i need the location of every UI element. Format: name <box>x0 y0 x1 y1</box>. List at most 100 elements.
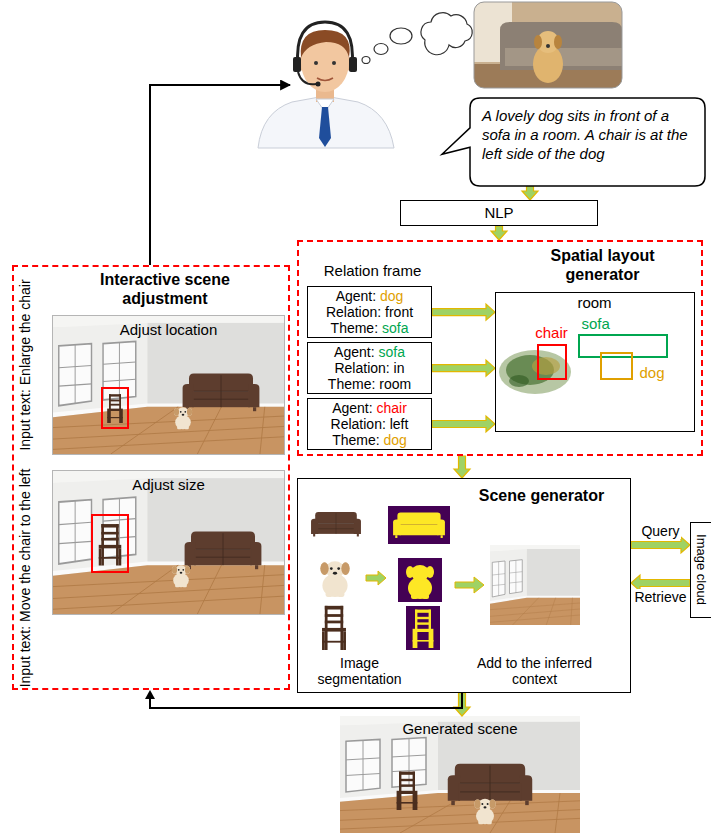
segmentation-images-part <box>413 610 434 648</box>
thought-bubbles-part <box>374 44 388 55</box>
user-figure-part <box>332 61 336 65</box>
imagined-photo-part-part <box>474 2 622 88</box>
text-line: Agent:dog <box>312 288 427 304</box>
node-text: NLP <box>484 204 513 221</box>
text-line: Agent:chair <box>312 400 427 416</box>
probability-heatmap-part <box>509 375 529 387</box>
user-figure-part <box>298 72 316 84</box>
adjusted-scene-location <box>53 316 284 454</box>
node-heading: Relation frame <box>305 262 440 280</box>
flow-arrow <box>432 304 495 320</box>
bounding-box: chair <box>537 344 567 380</box>
user-figure-part <box>293 57 301 72</box>
thought-bubbles <box>362 13 472 64</box>
flow-arrow <box>454 693 470 716</box>
node-text: chair <box>377 400 407 416</box>
speech-bubble: A lovely dog sits in front of a sofa in … <box>470 98 705 186</box>
text-line: A lovely dog sits in front of a sofa in … <box>482 107 695 163</box>
flow-arrow <box>454 693 470 716</box>
generated-scene-image <box>340 716 580 833</box>
bounding-box: sofa <box>578 334 668 358</box>
adjusted-scene-location-part <box>174 407 192 429</box>
segmentation-images-part <box>398 558 442 602</box>
adjusted-scene-location-part <box>107 394 123 423</box>
segmentation-images-part <box>393 513 445 538</box>
generated-scene-image-part <box>340 716 580 833</box>
node-text: A lovely dog sits in front of a sofa in … <box>482 107 688 162</box>
flow-arrow <box>522 186 538 200</box>
flow-arrow <box>432 360 495 376</box>
imagined-photo-part <box>474 2 622 88</box>
node-text: Add to the inferred context <box>476 655 594 689</box>
text-line: Relation: front <box>312 304 427 320</box>
node-text: sofa <box>378 344 404 360</box>
feedback-arrow <box>150 85 290 265</box>
relation-frame: Agent:sofaRelation: inTheme:room <box>307 342 432 394</box>
speech-bubble-outline <box>442 98 705 186</box>
adjusted-scene-location-part <box>183 374 260 412</box>
imagined-photo-part-part <box>534 35 542 49</box>
adjusted-scene-location-part <box>102 388 128 428</box>
flow-arrow <box>491 226 507 240</box>
flow-arrow <box>631 537 690 553</box>
flow-arrow <box>432 304 495 320</box>
node-heading: Interactive scene adjustment <box>90 270 240 308</box>
node-heading: Generated scene <box>340 720 580 738</box>
generated-scene-image-part <box>475 799 496 825</box>
user-figure-part <box>301 30 350 58</box>
node-heading: sofa <box>582 315 642 333</box>
flow-arrow <box>491 226 507 240</box>
user-figure-part <box>316 82 321 87</box>
text-line: Theme: dog <box>312 432 427 448</box>
node-text: Theme: <box>331 320 378 336</box>
flow-arrow <box>432 416 495 432</box>
probability-heatmap <box>499 350 571 394</box>
node-text: dog <box>380 288 403 304</box>
imagined-photo <box>474 2 622 88</box>
scene-image: Adjust size <box>52 470 285 615</box>
user-figure-part <box>349 57 357 72</box>
dashed-region: Relation frame Spatial layout generatorAg… <box>297 240 703 456</box>
node-text: Relation: front <box>326 304 413 320</box>
adjusted-scene-size-part <box>92 515 128 572</box>
segmentation-images-part <box>490 545 580 625</box>
adjusted-scene-size-part <box>172 565 190 587</box>
thought-bubbles-part <box>390 28 412 44</box>
segmentation-images-part <box>320 561 349 597</box>
node-text: Relation: left <box>331 416 409 432</box>
segmentation-images-part <box>388 506 450 544</box>
node-heading: room <box>495 294 695 312</box>
node-text: Agent: <box>336 288 376 304</box>
text-line: Relation: left <box>312 416 427 432</box>
node-text: dog <box>384 432 407 448</box>
user-figure-part <box>317 78 333 81</box>
text-line: Relation: in <box>312 360 427 376</box>
probability-heatmap-part <box>499 350 571 394</box>
user-figure-part <box>319 107 331 147</box>
image-cloud-box: Image cloud <box>690 522 711 618</box>
text-line: Theme:room <box>312 376 427 392</box>
node-text: Image segmentation <box>306 655 414 689</box>
node-text: Theme: <box>332 432 379 448</box>
node-text: room <box>379 376 411 392</box>
imagined-photo-part-part <box>505 48 622 66</box>
input-text-note: Input text: Move the chair to the left <box>17 468 33 688</box>
user-figure-part <box>258 96 394 148</box>
edge-label: Query <box>640 523 680 539</box>
bounding-box: dog <box>600 352 633 380</box>
process-box: NLP <box>400 200 598 226</box>
node-text: sofa <box>382 320 408 336</box>
imagined-photo-part <box>474 2 622 88</box>
flow-arrow <box>432 416 495 432</box>
flow-arrow <box>631 537 690 553</box>
relation-frame: Agent:dogRelation: frontTheme:sofa <box>307 286 432 338</box>
imagined-photo-part-part <box>554 35 562 49</box>
flow-arrow <box>454 456 470 478</box>
node-text: Theme: <box>328 376 375 392</box>
adjusted-scene-size-part <box>53 471 284 614</box>
thought-bubbles-part <box>362 57 370 64</box>
node-text: Spatial layout generator <box>515 246 690 284</box>
adjusted-scene-size <box>53 471 284 614</box>
